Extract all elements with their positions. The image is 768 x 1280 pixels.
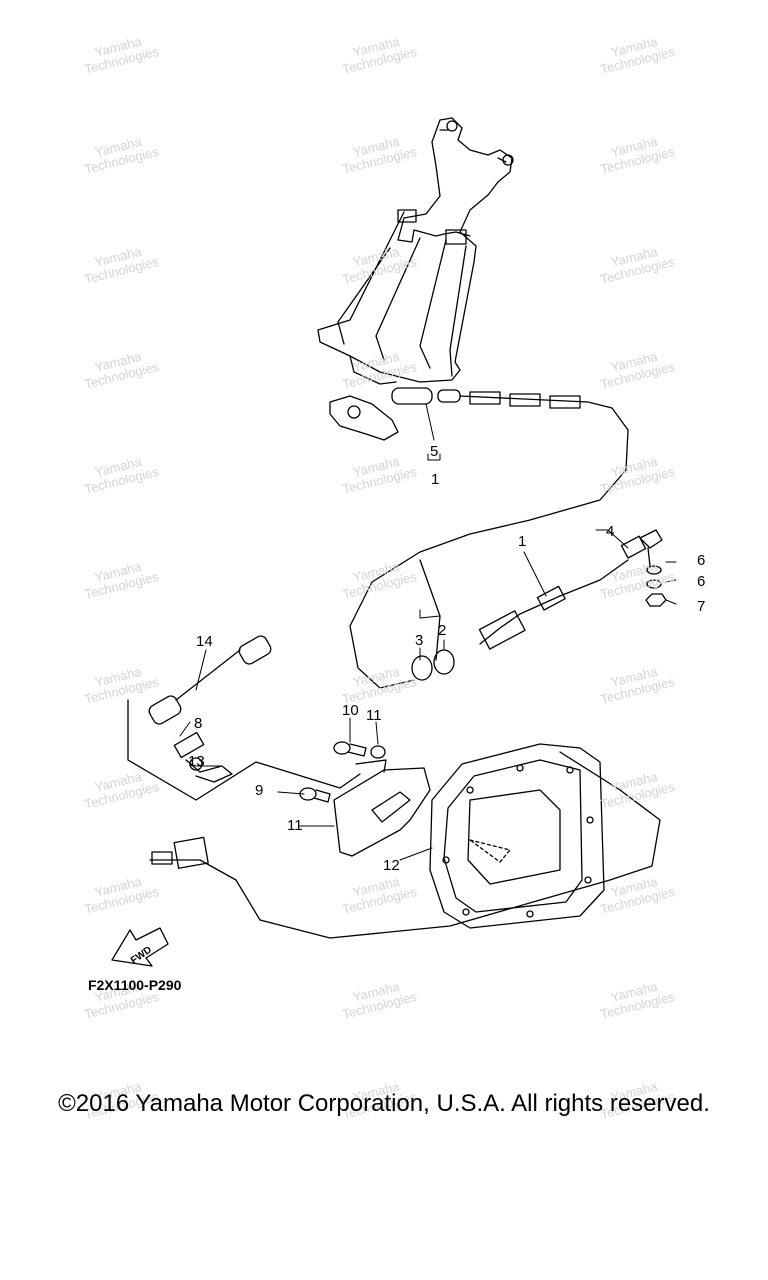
callout-5: 5 <box>430 443 439 460</box>
control-box <box>429 743 605 929</box>
callout-10: 8 <box>194 715 203 732</box>
callout-8: 12 <box>383 857 400 874</box>
callout-12: 11 <box>366 707 382 724</box>
sensor-bracket <box>127 635 361 801</box>
callout-3: 3 <box>415 632 424 649</box>
steering-column-housing <box>317 117 514 441</box>
bolts-and-washers <box>299 741 386 803</box>
callout-13: 13 <box>188 753 205 770</box>
steering-cable <box>349 387 629 689</box>
callout-6: 6 <box>697 552 706 569</box>
copyright-notice: ©2016 Yamaha Motor Corporation, U.S.A. A… <box>58 1090 710 1117</box>
wire-harness <box>149 751 661 939</box>
callout-14: 14 <box>196 633 213 650</box>
callout-11: 10 <box>342 702 359 719</box>
callout-7: 7 <box>697 598 706 615</box>
callout-9: 11 <box>287 817 303 834</box>
callout-1: 1 <box>431 471 440 488</box>
callout-1: 1 <box>518 533 527 550</box>
cable-end-assembly <box>411 529 667 681</box>
fwd-arrow <box>111 927 169 967</box>
callout-11: 9 <box>255 782 264 799</box>
callout-6: 6 <box>697 573 706 590</box>
leader-lines <box>179 403 677 861</box>
callout-2: 2 <box>438 622 447 639</box>
mounting-plate <box>333 759 431 857</box>
callout-4: 4 <box>606 523 615 540</box>
drawing-code: F2X1100-P290 <box>88 977 182 993</box>
